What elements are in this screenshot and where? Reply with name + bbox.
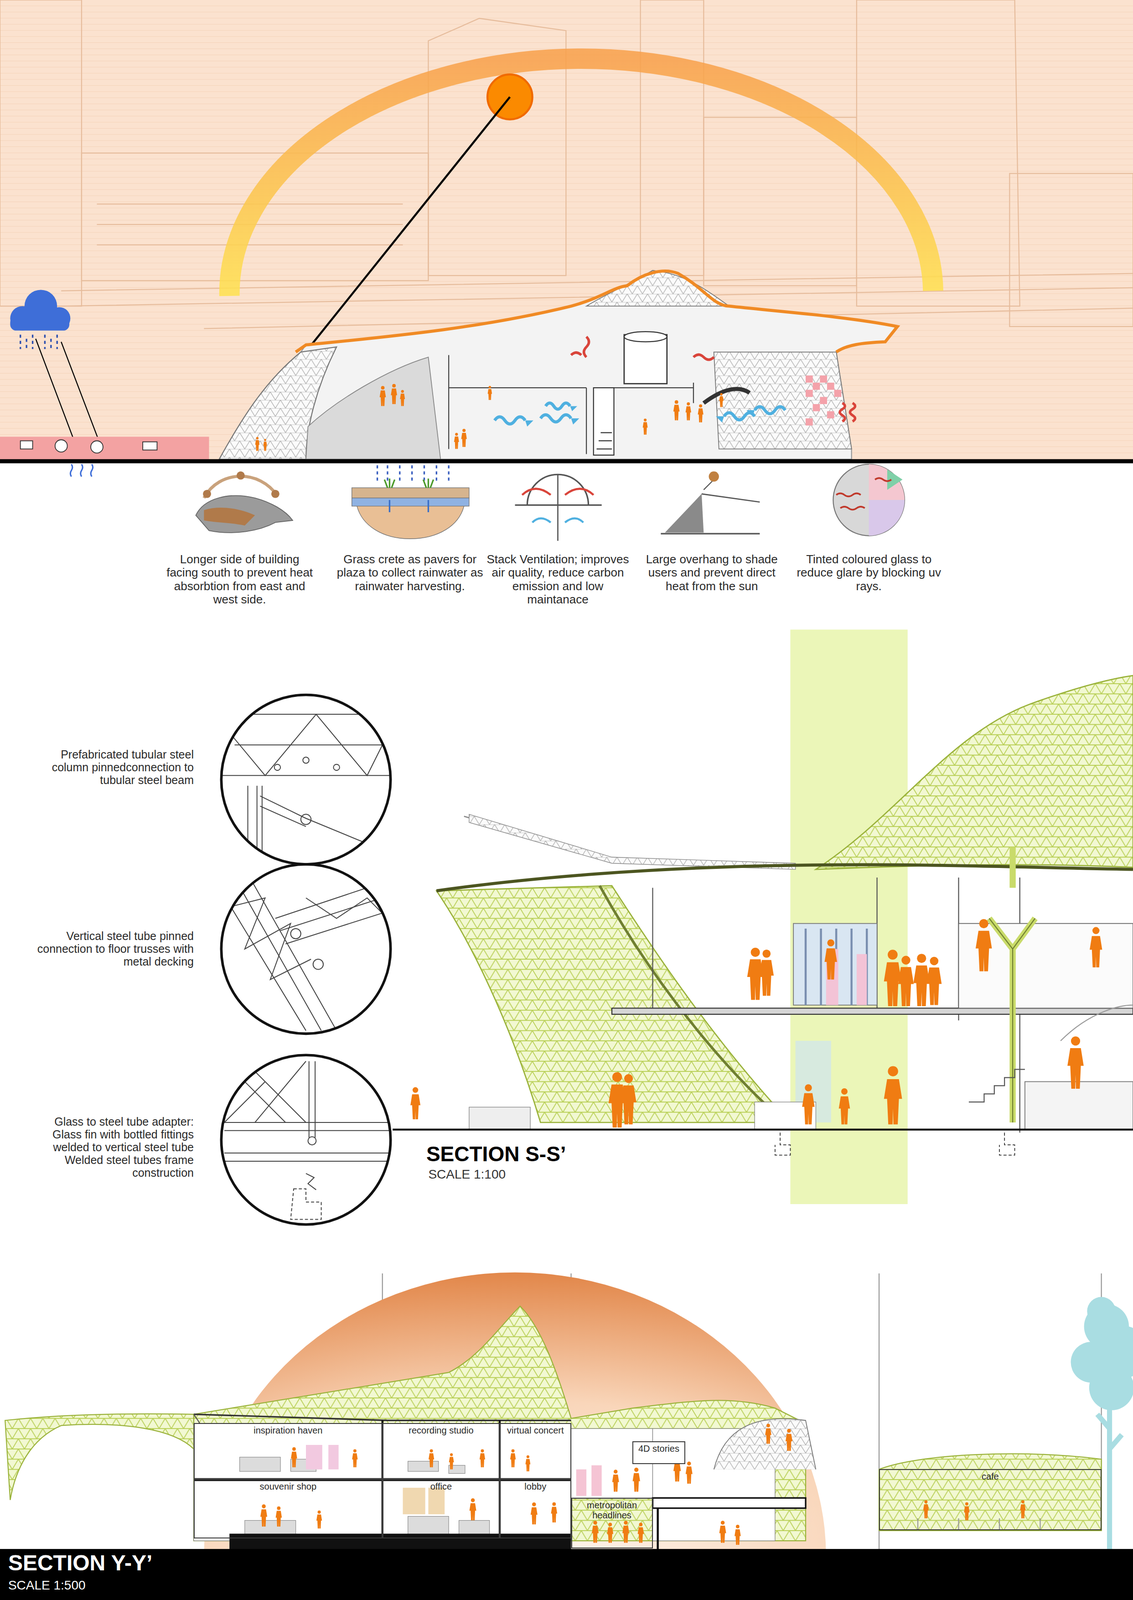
person-figure: [926, 956, 942, 1005]
room-box: inspiration haven: [193, 1422, 383, 1479]
person-figure: [622, 1520, 630, 1543]
room-label: lobby: [522, 1479, 549, 1491]
person-figure: [765, 1423, 772, 1444]
person-figure: [428, 1448, 435, 1467]
section-title: SECTION S-S’: [426, 1142, 733, 1166]
person-figure: [316, 1510, 322, 1529]
person-figure: [734, 1524, 741, 1545]
person-figure: [550, 1501, 558, 1522]
person-figure: [963, 1501, 970, 1521]
person-figure: [620, 1073, 637, 1124]
person-figure: [525, 1454, 531, 1471]
person-figure: [685, 1460, 693, 1484]
person-figure: [923, 1499, 929, 1518]
person-figure: [255, 436, 260, 451]
person-figure: [785, 1428, 793, 1451]
person-figure: [801, 1083, 815, 1124]
person-figure: [898, 955, 914, 1006]
person-figure: [838, 1087, 851, 1124]
person-figure: [410, 1086, 421, 1120]
person-figure: [263, 438, 267, 451]
room-label: souvenir shop: [258, 1479, 319, 1491]
person-figure: [454, 432, 460, 449]
room-label: virtual concert: [505, 1423, 566, 1435]
section-title: SECTION Y-Y’: [8, 1550, 335, 1575]
person-figure: [606, 1522, 614, 1543]
person-figure: [479, 1448, 486, 1467]
person-figure: [673, 400, 680, 421]
room-label: 4D stories: [636, 1441, 682, 1454]
room-label: office: [428, 1479, 454, 1491]
person-figure: [637, 1522, 645, 1543]
scale-note: SCALE 1:500: [8, 1577, 213, 1592]
strategy-caption: Large overhang to shade users and preven…: [638, 552, 786, 593]
person-figure: [759, 949, 774, 996]
room-box: office: [382, 1478, 500, 1538]
person-figure: [290, 1446, 298, 1467]
detail-callout: Glass to steel tube adapter: Glass fin w…: [28, 1114, 194, 1179]
person-figure: [719, 393, 724, 408]
person-figure: [884, 1065, 903, 1124]
room-box: metropolitan headlines: [571, 1497, 653, 1549]
person-figure: [975, 918, 993, 972]
person-figure: [449, 1452, 455, 1469]
strategy-caption: Tinted coloured glass to reduce glare by…: [795, 552, 943, 593]
person-figure: [642, 418, 648, 435]
person-figure: [399, 389, 405, 406]
person-figure: [591, 1520, 599, 1543]
scale-note: SCALE 1:100: [428, 1166, 632, 1181]
person-figure: [379, 385, 387, 406]
person-figure: [632, 1467, 640, 1492]
room-box: cafe: [879, 1468, 1102, 1530]
person-figure: [510, 1448, 516, 1467]
person-figure: [390, 383, 398, 404]
person-figure: [1067, 1035, 1084, 1089]
person-figure: [824, 938, 837, 979]
room-box: 4D stories: [632, 1440, 686, 1464]
detail-callout: Vertical steel tube pinned connection to…: [28, 929, 194, 968]
room-label: inspiration haven: [251, 1423, 325, 1435]
strategy-caption: Longer side of building facing south to …: [166, 552, 314, 606]
strategy-caption: Stack Ventilation; improves air quality,…: [484, 552, 632, 606]
person-figure: [719, 1520, 727, 1543]
person-figure: [530, 1501, 538, 1525]
person-figure: [275, 1505, 283, 1527]
person-figure: [697, 403, 704, 423]
person-figure: [612, 1469, 620, 1492]
room-label: recording studio: [406, 1423, 476, 1435]
person-figure: [685, 402, 692, 421]
person-figure: [461, 428, 467, 447]
room-box: recording studio: [382, 1422, 500, 1479]
room-box: virtual concert: [499, 1422, 572, 1479]
room-box: lobby: [499, 1478, 572, 1538]
person-figure: [487, 385, 493, 400]
room-box: souvenir shop: [193, 1478, 383, 1538]
person-figure: [1089, 926, 1102, 968]
person-figure: [1019, 1499, 1026, 1518]
person-figure: [351, 1448, 358, 1467]
person-figure: [913, 953, 930, 1006]
person-figure: [260, 1503, 268, 1527]
person-figure: [884, 949, 902, 1006]
detail-callout: Prefabricated tubular steel column pinne…: [28, 747, 194, 787]
room-label: metropolitan headlines: [572, 1498, 652, 1520]
strategy-caption: Grass crete as pavers for plaza to colle…: [336, 552, 484, 593]
room-label: cafe: [979, 1469, 1001, 1481]
person-figure: [469, 1497, 477, 1521]
